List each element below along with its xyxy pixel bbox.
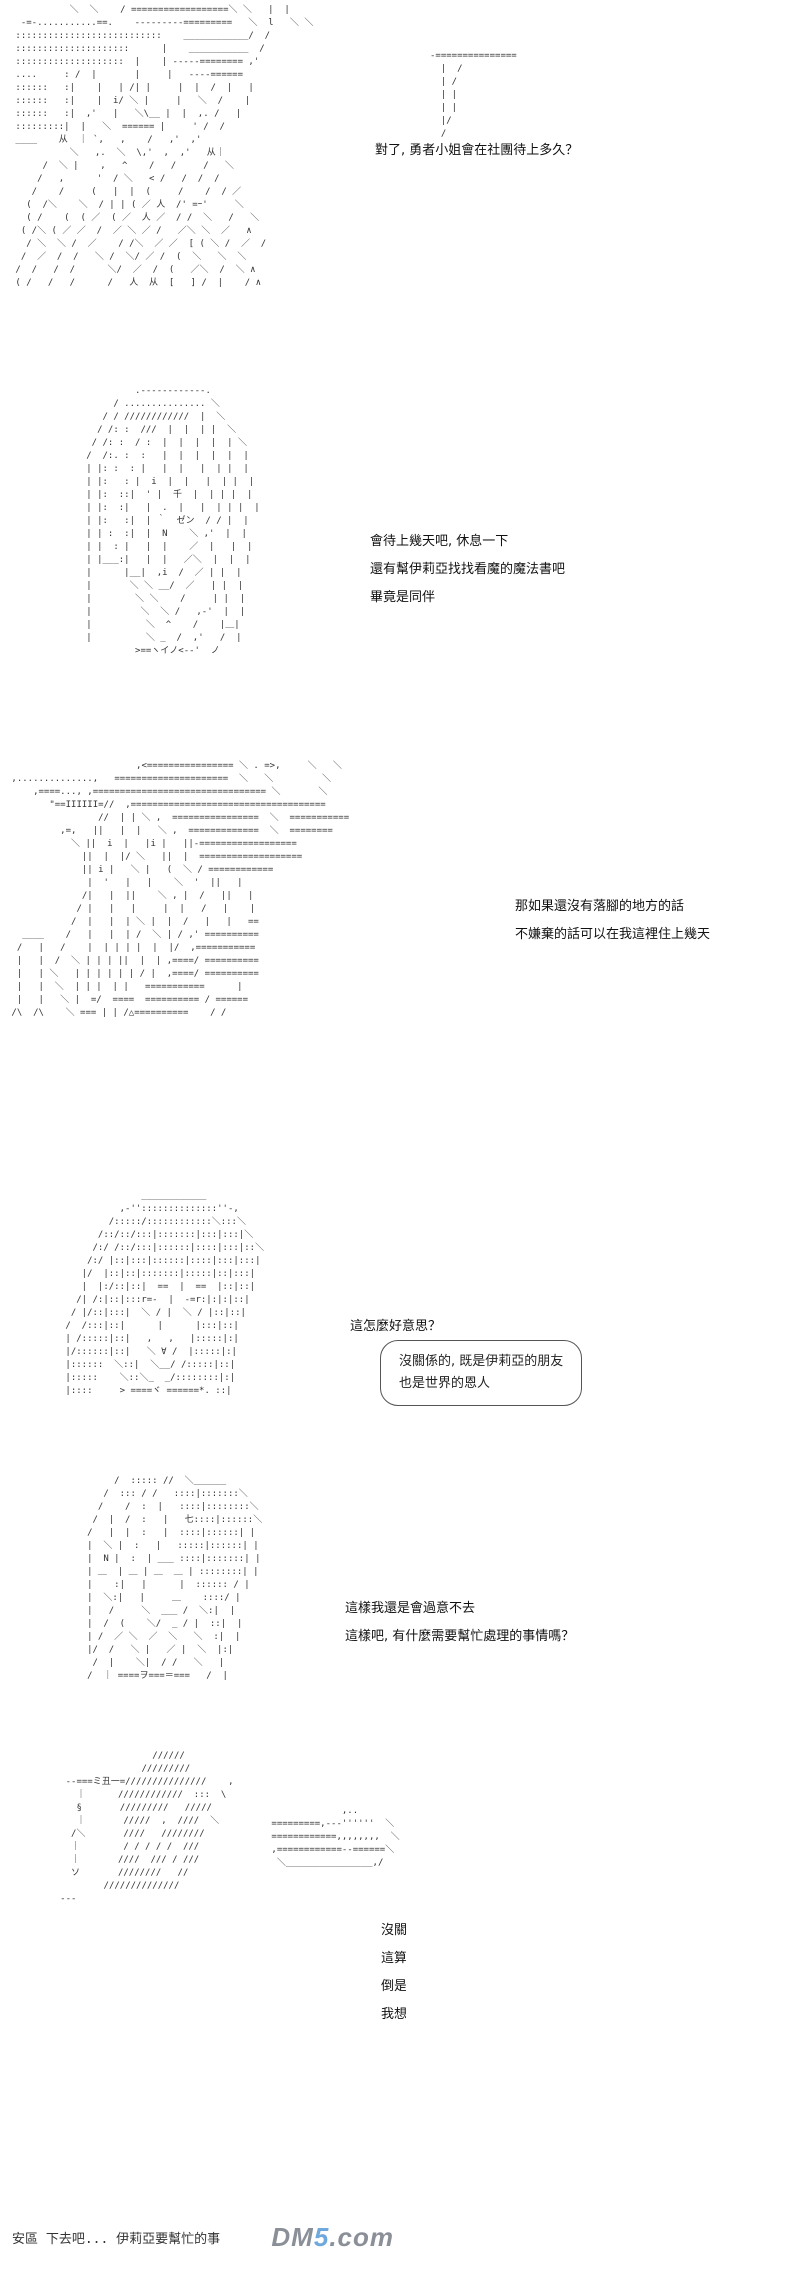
speech-bubble: 沒關係的, 既是伊莉亞的朋友 也是世界的恩人 [380,1340,583,1406]
dialogue-line: 倒是沒什麼特別的是 [381,1979,406,1994]
panel-3: ,<================ ＼ . =>, ＼ ＼ ,........… [0,760,800,1190]
ascii-art-figure: ____________ ,-''::::::::::::::''-, /:::… [65,1191,265,1396]
panel-2: .------------. / ............... ＼ / / /… [0,385,800,745]
dialogue-line: 不嫌棄的話可以在我這裡住上幾天 [515,927,711,942]
dialogue-line: 畢竟是同伴 [370,590,436,605]
dialogue-line: 這樣吧, 有什麼需要幫忙處理的事情嗎？ [345,1629,575,1644]
ascii-art-figure: ////// ///////// --===ミ丑一=//////////////… [6,1750,406,2250]
dialogue-line: 這怎麼好意思？ [350,1319,442,1334]
dialogue-6: 沒關係的啦 這算是我的堅持魔女小姐> 倒是沒什麼特別的是 我想想. [381,1922,406,2034]
dialogue-1: 對了, 勇者小姐會在社團待上多久？ [375,142,578,170]
ascii-art-figure: ,<================ ＼ . =>, ＼ ＼ ,........… [11,761,350,1018]
site-watermark-logo: DM5.com [255,2218,394,2250]
dialogue-line: 我想想. [381,2007,406,2022]
ascii-art-figure: / ::::: // ＼______ / ::: / / ::::|::::::… [87,1476,263,1681]
dialogue-5: 這樣我還是會過意不去 這樣吧, 有什麼需要幫忙處理的事情嗎？ [345,1600,574,1656]
dialogue-line: 還有幫伊莉亞找找看魔的魔法書吧 [370,562,566,577]
panel-1: ＼ ＼ / ==================＼ ＼ | | -=-.....… [0,0,800,330]
dialogue-line: 沒關係的啦 [381,1923,406,1938]
ascii-art-figure: ＼ ＼ / ==================＼ ＼ | | -=-.....… [15,5,314,288]
dialogue-2: 會待上幾天吧, 休息一下 還有幫伊莉亞找找看魔的魔法書吧 畢竟是同伴 [370,533,565,617]
ascii-art-border: -=============== | / | / | | | | |/ / [430,51,517,139]
panel-6: ////// ///////// --===ミ丑一=//////////////… [0,1750,800,2291]
watermark-number: 5 [313,2222,330,2250]
panel-5: / ::::: // ＼______ / ::: / / ::::|::::::… [0,1475,800,1745]
panel-4: ____________ ,-''::::::::::::::''-, /:::… [0,1190,800,1460]
bubble-line: 沒關係的, 既是伊莉亞的朋友 [399,1354,564,1369]
dialogue-line: 這樣我還是會過意不去 [345,1601,476,1616]
dialogue-3: 那如果還沒有落腳的地方的話 不嫌棄的話可以在我這裡住上幾天 [515,898,710,954]
footer-text: 安區 下去吧... 伊莉亞要幫忙的事 [12,2232,221,2247]
dialogue-4: 這怎麼好意思？ [350,1318,441,1346]
ascii-art-figure: .------------. / ............... ＼ / / /… [86,386,260,656]
watermark-brand: DM [271,2222,314,2250]
dialogue-line: 這算是我的堅持魔女小姐> [381,1951,406,1966]
dialogue-line: 對了, 勇者小姐會在社團待上多久？ [375,143,579,158]
bubble-line: 也是世界的恩人 [399,1376,491,1391]
dialogue-line: 會待上幾天吧, 休息一下 [370,534,509,549]
dialogue-line: 那如果還沒有落腳的地方的話 [515,899,685,914]
ascii-art-hat: ,.. =========,---'''''' ＼ ============,,… [271,1806,400,1868]
watermark-tld: .com [329,2222,394,2250]
